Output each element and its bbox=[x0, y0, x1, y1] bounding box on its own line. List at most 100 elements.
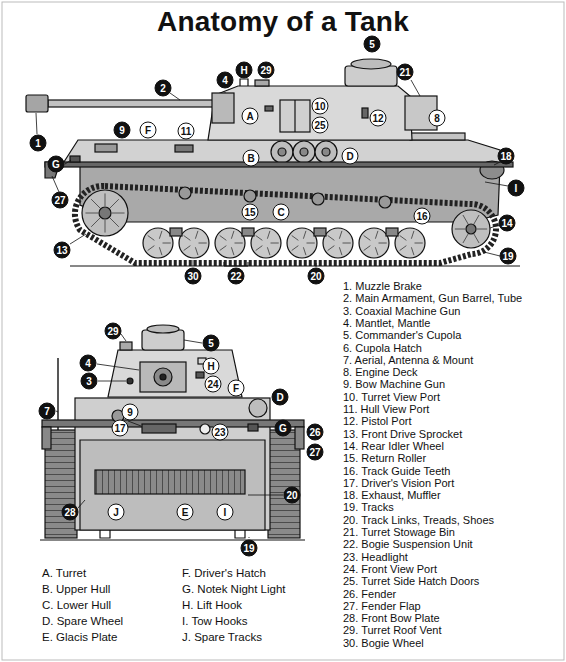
callout-number: 10 bbox=[312, 98, 329, 115]
turret bbox=[108, 350, 242, 397]
callout-number: 30 bbox=[185, 268, 202, 285]
part-list-item: 5. Commander's Cupola bbox=[343, 329, 461, 341]
side-view bbox=[466, 224, 476, 234]
section-list-item: A. Turret bbox=[42, 566, 86, 580]
callout-number: 11 bbox=[178, 123, 195, 140]
callout-number: 14 bbox=[499, 215, 516, 232]
leader-line bbox=[98, 381, 126, 382]
wheel-spoke bbox=[343, 243, 351, 244]
wheel-spoke bbox=[231, 247, 234, 255]
spare-tracks bbox=[95, 470, 245, 494]
wheel-spoke bbox=[195, 247, 198, 255]
bogie-wheel bbox=[251, 228, 281, 258]
front-view-port bbox=[196, 372, 204, 378]
callout-number: E bbox=[177, 504, 194, 521]
gun-barrel bbox=[48, 100, 218, 107]
turret bbox=[208, 86, 412, 140]
wheel-spoke bbox=[159, 247, 162, 255]
side-view bbox=[70, 266, 520, 267]
return-roller bbox=[179, 187, 191, 199]
callout-number: G bbox=[275, 420, 292, 437]
part-list-item: 16. Track Guide Teeth bbox=[343, 465, 450, 477]
fender-flap bbox=[295, 427, 304, 449]
bogie-wheel bbox=[143, 228, 173, 258]
turret-view-port bbox=[265, 106, 273, 111]
wheel-spoke bbox=[91, 218, 100, 227]
callout-number: 23 bbox=[212, 424, 229, 441]
headlight bbox=[200, 424, 210, 434]
leader-line bbox=[56, 334, 283, 538]
callout-number: 12 bbox=[370, 110, 387, 127]
wheel-spoke bbox=[400, 236, 407, 241]
section-list-item: F. Driver's Hatch bbox=[182, 566, 266, 580]
callout-number: I bbox=[508, 180, 525, 197]
leader-line bbox=[56, 411, 58, 412]
part-list-item: 26. Fender bbox=[343, 588, 396, 600]
bogie-suspension-unit bbox=[170, 228, 182, 236]
part-list-item: 11. Hull View Port bbox=[343, 403, 429, 415]
cupola-hatch bbox=[147, 325, 179, 333]
bogie-wheel bbox=[359, 228, 389, 258]
part-list-item: 15. Return Roller bbox=[343, 452, 426, 464]
callout-number: D bbox=[272, 389, 289, 406]
part-list-item: 20. Track Links, Treads, Shoes bbox=[343, 514, 494, 526]
callout-number: C bbox=[273, 204, 290, 221]
leader-line bbox=[248, 495, 283, 496]
spare-wheel bbox=[271, 141, 293, 163]
notek-light bbox=[70, 156, 80, 162]
wheel-spoke bbox=[328, 246, 335, 251]
rear-idler-wheel bbox=[452, 210, 490, 248]
bogie-suspension-unit bbox=[386, 228, 398, 236]
section-list-item: D. Spare Wheel bbox=[42, 614, 123, 628]
leader-line bbox=[128, 421, 141, 426]
callout-number: 21 bbox=[397, 64, 414, 81]
leader-line bbox=[36, 113, 37, 134]
callout-number: 5 bbox=[203, 335, 220, 352]
wheel-spoke bbox=[307, 243, 315, 244]
part-list-item: 2. Main Armament, Gun Barrel, Tube bbox=[343, 292, 522, 304]
wheel-spoke bbox=[148, 236, 155, 241]
turret-side-hatch bbox=[280, 100, 310, 132]
part-list-item: 27. Fender Flap bbox=[343, 600, 421, 612]
wheel-spoke bbox=[463, 234, 468, 243]
part-list-item: 7. Aerial, Antenna & Mount bbox=[343, 354, 473, 366]
wheel-spoke bbox=[195, 231, 198, 239]
upper-hull bbox=[75, 398, 270, 530]
callout-number: 19 bbox=[241, 540, 258, 557]
part-list-item: 13. Front Drive Sprocket bbox=[343, 428, 462, 440]
bogie-wheel bbox=[395, 228, 425, 258]
tow-hook bbox=[100, 530, 110, 538]
wheel-spoke bbox=[328, 236, 335, 241]
callout-number: H bbox=[236, 62, 253, 79]
wheel-spoke bbox=[339, 231, 342, 239]
callout-number: G bbox=[48, 156, 65, 173]
callout-number: I bbox=[217, 504, 234, 521]
wheel-spoke bbox=[474, 234, 479, 243]
engine-deck bbox=[410, 133, 465, 140]
callout-number: 9 bbox=[114, 122, 131, 139]
wheel-spoke bbox=[85, 213, 98, 214]
tow-hook bbox=[235, 530, 245, 538]
wheel-spoke bbox=[85, 193, 487, 255]
wheel-spoke bbox=[256, 246, 263, 251]
wheel-spoke bbox=[235, 243, 243, 244]
callout-number: 2 bbox=[155, 80, 172, 97]
side-view bbox=[322, 148, 330, 156]
wheel-spoke bbox=[112, 213, 125, 214]
callout-number: 3 bbox=[81, 373, 98, 390]
coaxial-machine-gun bbox=[127, 378, 133, 384]
callout-number: 4 bbox=[80, 355, 97, 372]
callout-number: A bbox=[242, 108, 259, 125]
callout-number: 27 bbox=[52, 192, 69, 209]
bogie-wheel bbox=[179, 228, 209, 258]
wheel-spoke bbox=[455, 229, 465, 230]
part-list-item: 4. Mantlet, Mantle bbox=[343, 317, 430, 329]
wheel-spoke bbox=[110, 199, 119, 208]
wheel-spoke bbox=[303, 247, 306, 255]
wheel-spoke bbox=[292, 246, 299, 251]
part-list-item: 30. Bogie Wheel bbox=[343, 637, 424, 649]
callout-number: 22 bbox=[228, 268, 245, 285]
callout-number: D bbox=[342, 148, 359, 165]
section-list-item: B. Upper Hull bbox=[42, 582, 110, 596]
